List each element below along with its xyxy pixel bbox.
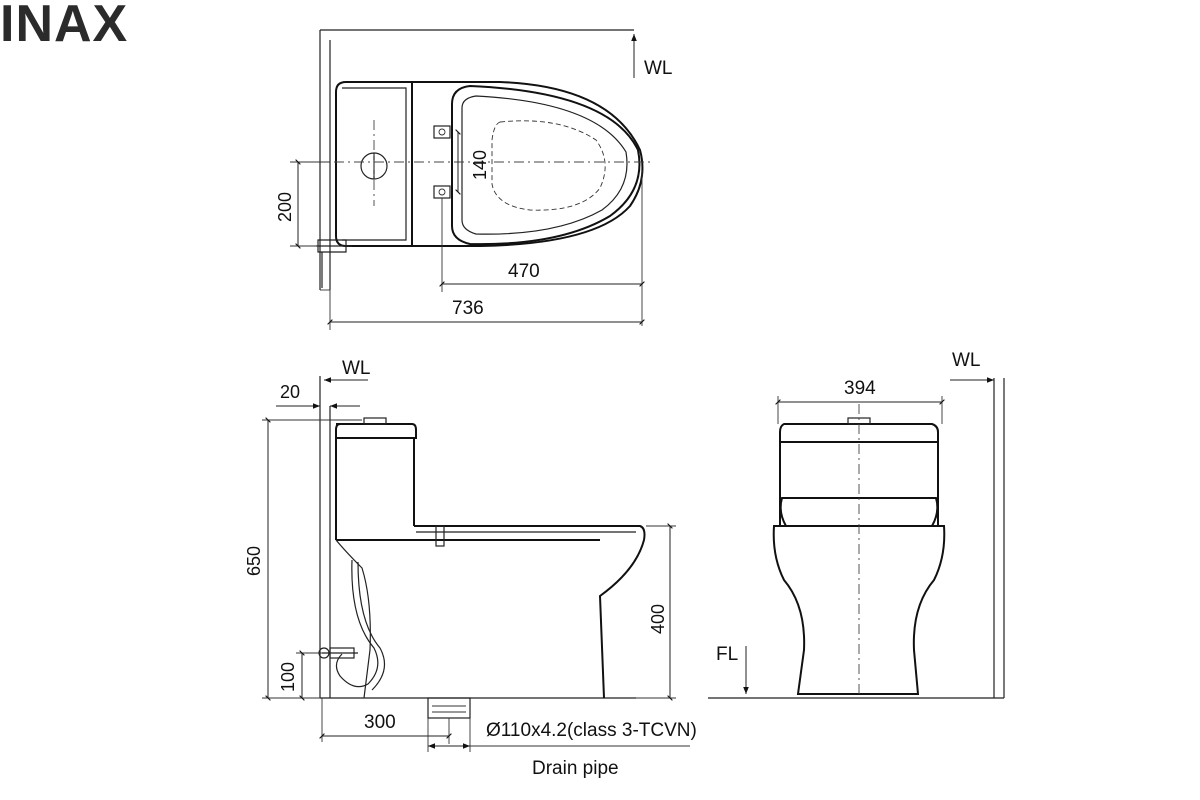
- dim-736: 736: [327, 290, 645, 330]
- dim-470-label: 470: [508, 261, 540, 282]
- dim-394-label: 394: [844, 378, 876, 399]
- top-toilet-body: [316, 81, 644, 288]
- front-fl-label: FL: [716, 644, 738, 665]
- drain-spec-label: Ø110x4.2(class 3-TCVN): [486, 720, 697, 741]
- dim-736-label: 736: [452, 298, 484, 319]
- dim-140: 140: [455, 129, 490, 195]
- drain-caption-label: Drain pipe: [532, 758, 619, 779]
- dim-394: 394: [775, 378, 945, 424]
- drain-spec: Ø110x4.2(class 3-TCVN) Drain pipe: [427, 718, 697, 779]
- dim-140-label: 140: [470, 150, 490, 180]
- front-wl-label: WL: [952, 350, 981, 371]
- brand-logo: INAX: [0, 0, 129, 53]
- front-fl-marker: FL: [716, 644, 749, 694]
- dim-20: 20: [276, 382, 360, 409]
- dim-100: 100: [278, 650, 322, 701]
- front-wl-marker: WL: [950, 350, 994, 383]
- side-view: WL 20: [244, 358, 697, 779]
- top-view-wall: [319, 29, 634, 291]
- front-toilet-body: [772, 417, 946, 695]
- dim-100-label: 100: [278, 662, 298, 692]
- dim-20-label: 20: [280, 382, 300, 402]
- dim-650-label: 650: [244, 546, 264, 576]
- top-view: WL: [275, 29, 673, 330]
- dim-650: 650: [244, 417, 362, 701]
- front-view: WL FL 394: [708, 350, 1005, 699]
- side-wl-label: WL: [342, 358, 371, 379]
- top-wl-label: WL: [644, 58, 673, 79]
- dim-400: 400: [636, 523, 676, 701]
- top-wl-marker: WL: [631, 34, 673, 79]
- dim-300: 300: [319, 698, 452, 744]
- dim-300-label: 300: [364, 712, 396, 733]
- dim-200: 200: [275, 159, 330, 249]
- dim-400-label: 400: [648, 604, 668, 634]
- side-wl-marker: WL: [324, 358, 371, 383]
- dim-470: 470: [439, 170, 645, 326]
- side-toilet-body: [318, 417, 646, 719]
- dim-200-label: 200: [275, 192, 295, 222]
- front-view-wall: [708, 378, 1005, 699]
